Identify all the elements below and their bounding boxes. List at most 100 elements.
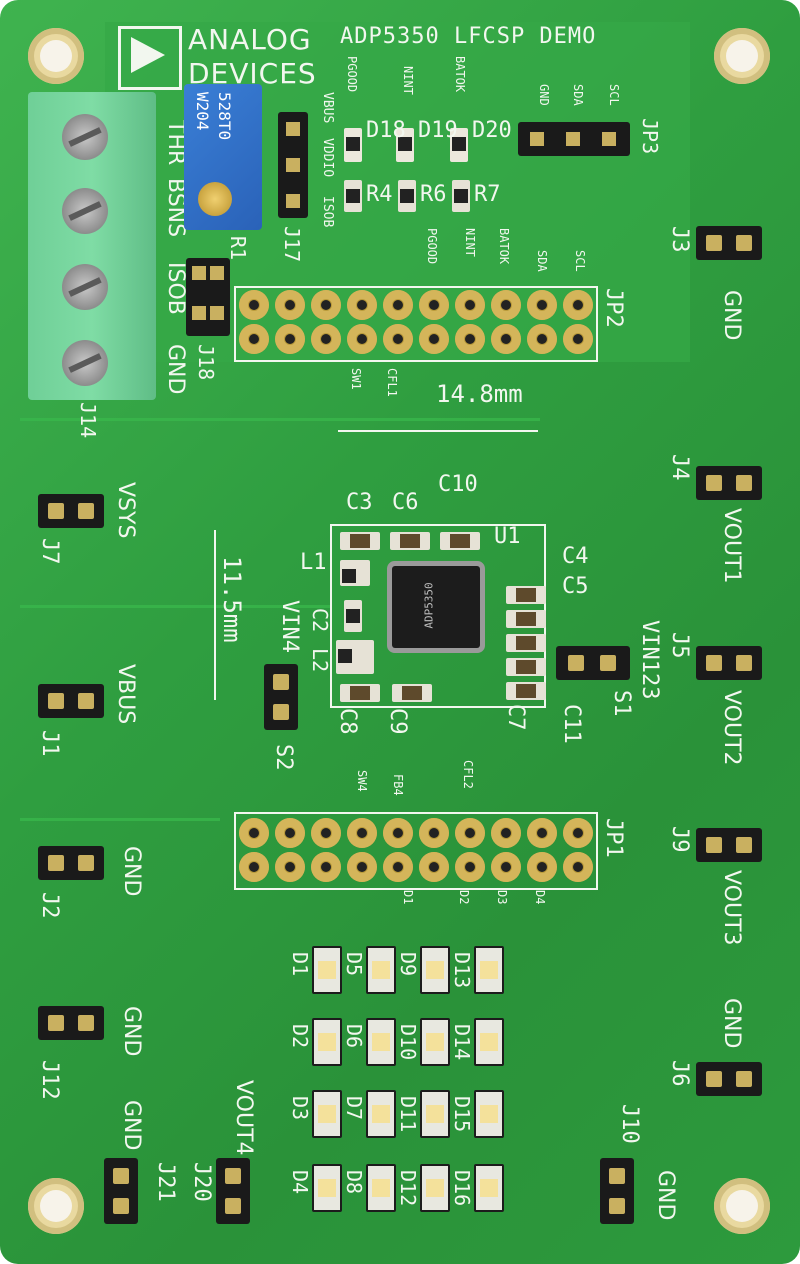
capacitor-c7	[506, 682, 546, 700]
jp2-pads-pad[interactable]	[239, 290, 269, 320]
header-j12[interactable]	[38, 1006, 104, 1040]
terminal-screw-bsns	[62, 188, 108, 234]
header-j2[interactable]	[38, 846, 104, 880]
capacitor-c4	[506, 586, 546, 604]
designator-c5: C5	[562, 574, 589, 599]
jp2-pads-pad[interactable]	[527, 324, 557, 354]
led-d18	[344, 128, 362, 162]
designator-c7: C7	[503, 704, 528, 731]
jp1-pads-pad[interactable]	[383, 852, 413, 882]
jp1-pads-pad[interactable]	[239, 818, 269, 848]
jp1-pads-pad[interactable]	[347, 818, 377, 848]
pot-adjust-screw[interactable]	[198, 182, 232, 216]
jp2-pads-pad[interactable]	[527, 290, 557, 320]
header-jp3[interactable]	[518, 122, 630, 156]
jp1-pads-pad[interactable]	[563, 852, 593, 882]
jp1-pads-pad[interactable]	[491, 852, 521, 882]
jumper-s2[interactable]	[264, 664, 298, 730]
header-j4[interactable]	[696, 466, 762, 500]
jp1-pads-pad[interactable]	[455, 852, 485, 882]
header-j1[interactable]	[38, 684, 104, 718]
dimension-horizontal: 14.8mm	[436, 380, 523, 408]
header-j20[interactable]	[216, 1158, 250, 1224]
jp1-pads-pad[interactable]	[383, 818, 413, 848]
capacitor-c2	[344, 600, 362, 632]
header-j5[interactable]	[696, 646, 762, 680]
designator-d9: D9	[396, 952, 420, 977]
label-vddio: VDDIO	[320, 138, 335, 178]
jp1-pads-pad[interactable]	[275, 818, 305, 848]
jp1-pads-pad[interactable]	[311, 852, 341, 882]
header-j7[interactable]	[38, 494, 104, 528]
jumper-s1[interactable]	[556, 646, 630, 680]
designator-d7: D7	[342, 1096, 366, 1121]
jp2-pads-pad[interactable]	[455, 324, 485, 354]
header-j6[interactable]	[696, 1062, 762, 1096]
dimension-vertical: 11.5mm	[218, 556, 246, 643]
jp1-pads-pad[interactable]	[311, 818, 341, 848]
designator-j9: J9	[667, 826, 692, 853]
led-d14	[474, 1018, 504, 1066]
designator-c3: C3	[346, 490, 373, 515]
capacitor-c5b	[506, 634, 546, 652]
jp2-pads-pad[interactable]	[383, 324, 413, 354]
jp2-pads-pad[interactable]	[239, 324, 269, 354]
jp2-pads-pad[interactable]	[275, 324, 305, 354]
jp1-pads-pad[interactable]	[239, 852, 269, 882]
jp2-pads-pad[interactable]	[347, 290, 377, 320]
designator-s1: S1	[609, 690, 634, 717]
pot-marking-1: 528T0	[215, 92, 234, 141]
designator-j5: J5	[667, 632, 692, 659]
resistor-r6	[398, 180, 416, 212]
jp2-pads-pad[interactable]	[275, 290, 305, 320]
trace-bus-3	[20, 818, 220, 821]
jp2-pads-pad[interactable]	[347, 324, 377, 354]
header-j17[interactable]	[278, 112, 308, 218]
jp2-pads-pad[interactable]	[563, 324, 593, 354]
header-j21[interactable]	[104, 1158, 138, 1224]
designator-d18: D18	[366, 118, 406, 143]
header-j10[interactable]	[600, 1158, 634, 1224]
label-d1-jp1: D1	[401, 890, 415, 905]
jp2-pads-pad[interactable]	[311, 324, 341, 354]
jp2-pads-pad[interactable]	[491, 324, 521, 354]
jp2-pads-pad[interactable]	[455, 290, 485, 320]
jp1-pads-pad[interactable]	[275, 852, 305, 882]
designator-c11: C11	[559, 704, 584, 744]
pot-marking-2: W204	[193, 92, 212, 131]
header-j9[interactable]	[696, 828, 762, 862]
header-j3[interactable]	[696, 226, 762, 260]
terminal-screw-isob	[62, 264, 108, 310]
designator-j21: J21	[153, 1162, 178, 1202]
terminal-block-j14	[28, 92, 156, 400]
jp1-pads-pad[interactable]	[347, 852, 377, 882]
analog-devices-logo	[118, 26, 182, 90]
designator-r4: R4	[366, 182, 393, 207]
net-label-vout2: VOUT2	[719, 690, 744, 766]
jp2-pads-pad[interactable]	[311, 290, 341, 320]
jp1-pads-pad[interactable]	[419, 818, 449, 848]
jp1-pads-pad[interactable]	[491, 818, 521, 848]
jp2-pads-pad[interactable]	[563, 290, 593, 320]
net-label-gnd-j6: GND	[719, 998, 744, 1049]
jp1-pads-pad[interactable]	[419, 852, 449, 882]
jp1-pads-pad[interactable]	[527, 852, 557, 882]
designator-d14: D14	[450, 1024, 474, 1061]
jp1-pads-pad[interactable]	[455, 818, 485, 848]
dimension-line-v	[214, 530, 216, 700]
header-j18[interactable]	[186, 258, 230, 336]
jp1-pads-pad[interactable]	[527, 818, 557, 848]
capacitor-c8	[340, 684, 380, 702]
jp1-pads-pad[interactable]	[563, 818, 593, 848]
jp2-pads-pad[interactable]	[383, 290, 413, 320]
capacitor-c9	[392, 684, 432, 702]
designator-j7: J7	[37, 538, 62, 565]
net-label-vsys: VSYS	[113, 482, 138, 539]
label-cfl1: CFL1	[385, 368, 399, 397]
jp2-pads-pad[interactable]	[419, 324, 449, 354]
designator-j12: J12	[37, 1060, 62, 1100]
jp2-pads-pad[interactable]	[491, 290, 521, 320]
jp2-pads-pad[interactable]	[419, 290, 449, 320]
net-label-gnd-j21: GND	[119, 1100, 144, 1151]
